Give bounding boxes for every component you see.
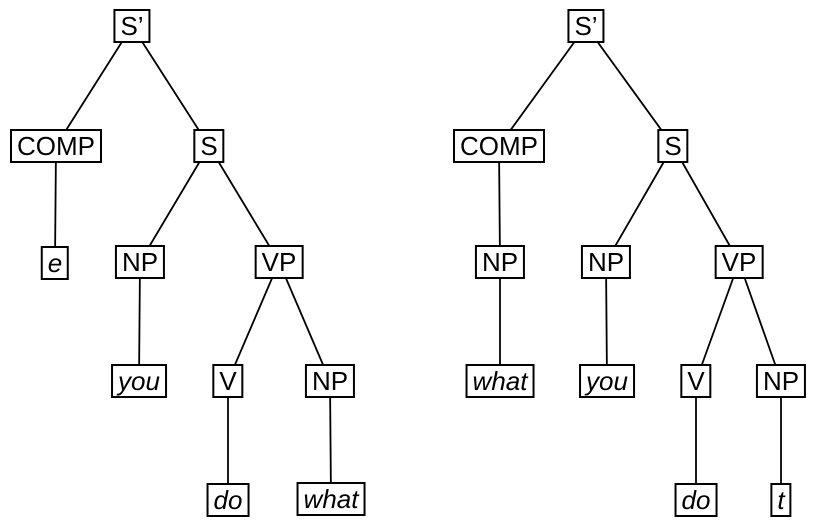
tree-edge-vp-v	[695, 261, 740, 382]
tree-edge-vp-np3	[738, 261, 782, 382]
tree-edge-s-np2	[605, 145, 674, 263]
tree-edge-comp-e	[54, 145, 57, 264]
tree-edge-vp-np2	[278, 261, 331, 382]
tree-edge-sbar-s	[585, 25, 674, 147]
tree-edge-sbar-comp	[498, 25, 587, 147]
tree-edge-np1-you	[138, 261, 141, 382]
tree-edge-vp-v	[227, 261, 280, 382]
tree-edge-s-vp	[208, 145, 280, 263]
edges-tree-left	[54, 25, 332, 500]
tree-edge-sbar-s	[131, 25, 210, 147]
edges-tree-right	[498, 25, 782, 500]
tree-edge-np2-what	[329, 380, 332, 500]
tree-edge-sbar-comp	[55, 25, 133, 147]
tree-edge-np2-you	[605, 261, 608, 382]
tree-edge-comp-np1	[498, 145, 501, 263]
tree-edge-s-np1	[139, 145, 210, 263]
tree-edge-s-vp	[672, 145, 740, 263]
